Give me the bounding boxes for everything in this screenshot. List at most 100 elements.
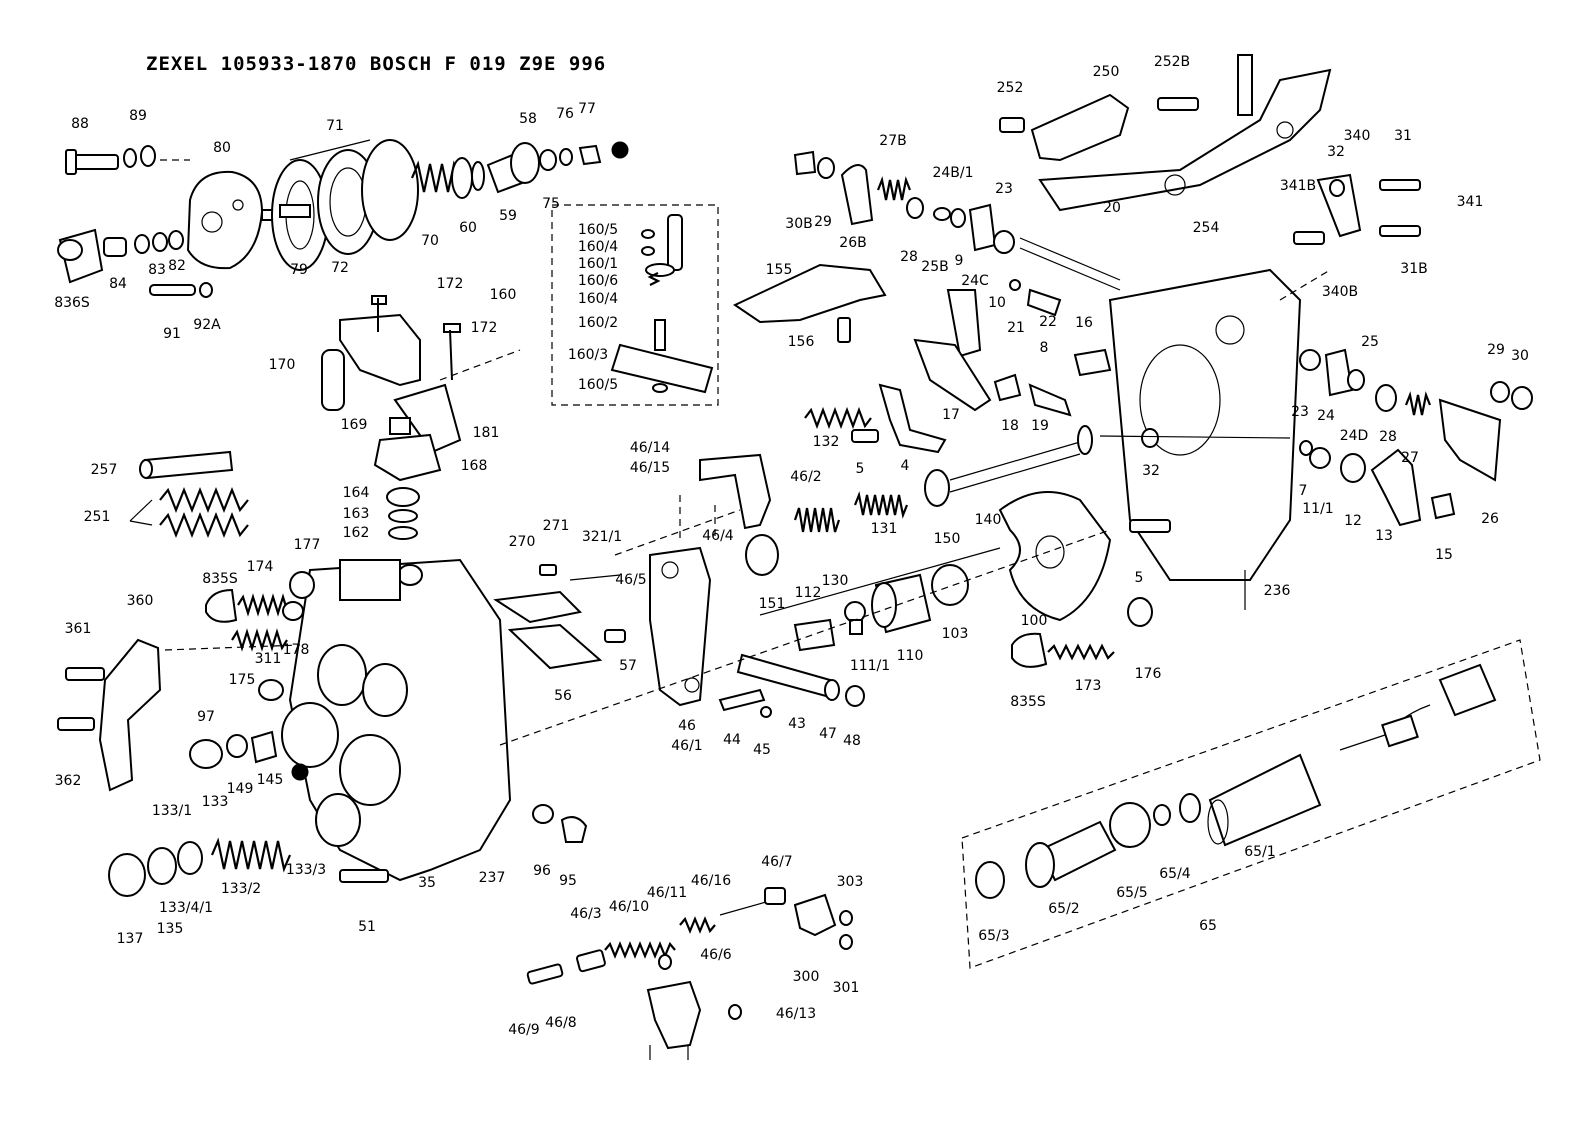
part-label: 80 (213, 140, 231, 156)
part-label: 24 (1317, 408, 1335, 424)
part-label: 84 (109, 276, 127, 292)
part-label: 56 (554, 688, 572, 704)
part-label: 271 (543, 518, 570, 534)
part-label: 236 (1264, 583, 1291, 599)
part-label: 133/1 (152, 803, 192, 819)
part-label: 16 (1075, 315, 1093, 331)
part-label: 23 (995, 181, 1013, 197)
part-label: 5 (1135, 570, 1144, 586)
part-label: 301 (833, 980, 860, 996)
part-label: 340B (1322, 284, 1358, 300)
part-label: 250 (1093, 64, 1120, 80)
part-label: 164 (343, 485, 370, 501)
part-label: 22 (1039, 314, 1057, 330)
part-label: 24D (1340, 428, 1369, 444)
part-label: 71 (326, 118, 344, 134)
part-label: 26B (839, 235, 866, 251)
spring-nut-drawing (410, 141, 629, 199)
part-label: 28 (1379, 429, 1397, 445)
part-label: 65/1 (1244, 844, 1275, 860)
part-label: 135 (157, 921, 184, 937)
part-label: 169 (341, 417, 368, 433)
part-label: 361 (65, 621, 92, 637)
part-label: 95 (559, 873, 577, 889)
part-label: 341 (1457, 194, 1484, 210)
part-label: 97 (197, 709, 215, 725)
part-label: 145 (257, 772, 284, 788)
part-label: 270 (509, 534, 536, 550)
part-label: 26 (1481, 511, 1499, 527)
part-label: 5 (856, 461, 865, 477)
part-label: 110 (897, 648, 924, 664)
part-label: 181 (473, 425, 500, 441)
part-label: 162 (343, 525, 370, 541)
part-label: 46/10 (609, 899, 649, 915)
part-label: 46/13 (776, 1006, 816, 1022)
part-label: 252B (1154, 54, 1190, 70)
part-label: 237 (479, 870, 506, 886)
part-label: 150 (934, 531, 961, 547)
part-label: 46/1 (671, 738, 702, 754)
part-label: 20 (1103, 200, 1121, 216)
part-label: 254 (1193, 220, 1220, 236)
part-label: 46/11 (647, 885, 687, 901)
part-label: 77 (578, 101, 596, 117)
part-label: 70 (421, 233, 439, 249)
part-label: 160/4 (578, 239, 618, 255)
part-label: 175 (229, 672, 256, 688)
part-label: 27B (879, 133, 906, 149)
part-label: 160/6 (578, 273, 618, 289)
part-label: 160/2 (578, 315, 618, 331)
part-label: 133 (202, 794, 229, 810)
part-label: 83 (148, 262, 166, 278)
part-label: 46/5 (615, 572, 646, 588)
part-label: 29 (814, 214, 832, 230)
part-label: 19 (1031, 418, 1049, 434)
part-label: 10 (988, 295, 1006, 311)
part-label: 18 (1001, 418, 1019, 434)
part-label: 163 (343, 506, 370, 522)
part-label: 31 (1394, 128, 1412, 144)
part-label: 160/4 (578, 291, 618, 307)
part-label: 252 (997, 80, 1024, 96)
part-label: 362 (55, 773, 82, 789)
part-label: 160/3 (568, 347, 608, 363)
part-label: 132 (813, 434, 840, 450)
part-label: 133/4/1 (159, 900, 213, 916)
part-label: 45 (753, 742, 771, 758)
part-label: 24B/1 (932, 165, 973, 181)
part-label: 160 (490, 287, 517, 303)
part-label: 57 (619, 658, 637, 674)
part-label: 28 (900, 249, 918, 265)
part-label: 31B (1400, 261, 1427, 277)
part-label: 91 (163, 326, 181, 342)
part-label: 44 (723, 732, 741, 748)
part-label: 65 (1199, 918, 1217, 934)
part-label: 177 (294, 537, 321, 553)
part-label: 257 (91, 462, 118, 478)
cover-assembly-drawing (57, 145, 295, 298)
part-label: 835S (202, 571, 238, 587)
part-label: 835S (1010, 694, 1046, 710)
part-label: 300 (793, 969, 820, 985)
part-label: 15 (1435, 547, 1453, 563)
part-label: 30B (785, 216, 812, 232)
part-label: 140 (975, 512, 1002, 528)
part-label: 92A (193, 317, 221, 333)
part-label: 59 (499, 208, 517, 224)
part-label: 133/3 (286, 862, 326, 878)
part-label: 137 (117, 931, 144, 947)
part-label: 251 (84, 509, 111, 525)
part-label: 178 (283, 642, 310, 658)
diagram-title: ZEXEL 105933-1870 BOSCH F 019 Z9E 996 (146, 53, 606, 75)
part-label: 160/5 (578, 377, 618, 393)
part-label: 46/6 (700, 947, 732, 963)
part-label: 13 (1375, 528, 1393, 544)
pump-housing-drawing (258, 558, 512, 882)
part-label: 46/3 (570, 906, 601, 922)
part-label: 11/1 (1302, 501, 1333, 517)
part-label: 321/1 (582, 529, 622, 545)
part-label: 46 (678, 718, 696, 734)
part-label: 46/9 (508, 1022, 539, 1038)
